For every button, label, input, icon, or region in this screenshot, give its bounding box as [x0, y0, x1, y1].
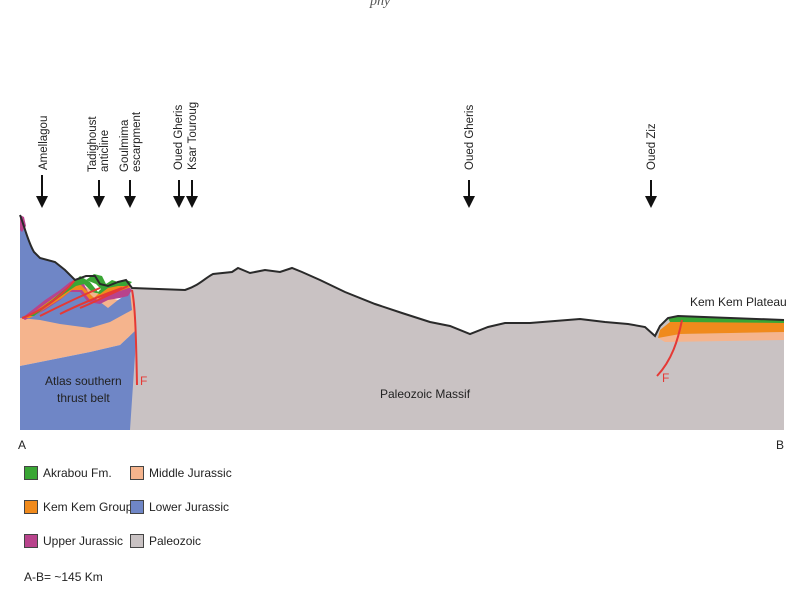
atlas-label-line-2: thrust belt	[57, 391, 110, 405]
kem-kem-plateau-label: Kem Kem Plateau	[690, 295, 787, 309]
section-end-a: A	[18, 438, 26, 452]
locality-label-oued-gheris-1: Oued Gheris	[173, 105, 185, 170]
fault-label-left: F	[140, 374, 147, 388]
legend-item: Lower Jurassic	[130, 500, 229, 514]
legend-item: Kem Kem Group	[24, 500, 132, 514]
arrow-down-icon	[463, 180, 475, 208]
locality-label-amellagou: Amellagou	[38, 116, 50, 170]
fault-line-goulmima	[131, 289, 138, 386]
locality-label-oued-gheris-2: Oued Gheris	[464, 105, 476, 170]
locality-label-tadighoust: Tadighoust	[87, 116, 99, 172]
legend-label: Lower Jurassic	[149, 500, 230, 514]
legend-label: Middle Jurassic	[149, 466, 232, 480]
arrow-down-icon	[173, 180, 185, 208]
fault-line-kem-kem	[656, 319, 683, 377]
kem-kem-plateau-akrabou	[668, 316, 784, 323]
legend-swatch-kem-kem	[24, 500, 38, 514]
arrow-down-icon	[186, 180, 198, 208]
locality-label-ksar-touroug: Ksar Touroug	[187, 102, 199, 170]
legend-item: Middle Jurassic	[130, 466, 232, 480]
locality-label-tadighoust-2: anticline	[99, 130, 111, 172]
paleozoic-massif-label: Paleozoic Massif	[380, 387, 471, 401]
legend-label: Kem Kem Group	[43, 500, 133, 514]
fault-label-right: F	[662, 371, 669, 385]
scale-note: A-B= ~145 Km	[24, 570, 103, 584]
legend-item: Upper Jurassic	[24, 534, 123, 548]
locality-label-goulmima-2: escarpment	[131, 111, 143, 172]
legend-swatch-akrabou	[24, 466, 38, 480]
legend-swatch-lower-jurassic	[130, 500, 144, 514]
legend-label: Upper Jurassic	[43, 534, 124, 548]
arrow-down-icon	[124, 180, 136, 208]
arrow-down-icon	[645, 180, 657, 208]
legend: Akrabou Fm. Kem Kem Group Upper Jurassic…	[24, 466, 284, 566]
locality-label-oued-ziz: Oued Ziz	[646, 123, 658, 170]
legend-item: Paleozoic	[130, 534, 201, 548]
legend-label: Akrabou Fm.	[43, 466, 112, 480]
kem-kem-plateau-middle-jurassic	[658, 332, 784, 342]
thrust-faults	[21, 279, 129, 319]
lower-jurassic-lower	[20, 330, 136, 430]
legend-swatch-middle-jurassic	[130, 466, 144, 480]
page-header-fragment: phy	[370, 0, 391, 9]
section-end-b: B	[776, 438, 784, 452]
paleozoic-body	[130, 268, 784, 430]
locality-markers: Amellagou Tadighoust anticline Goulmima …	[36, 102, 658, 208]
legend-label: Paleozoic	[149, 534, 202, 548]
legend-swatch-upper-jurassic	[24, 534, 38, 548]
arrow-down-icon	[93, 180, 105, 208]
topography-outline	[19, 214, 785, 338]
legend-swatch-paleozoic	[130, 534, 144, 548]
kem-kem-plateau-kem-kem	[658, 320, 784, 338]
arrow-down-icon	[36, 175, 48, 208]
thrust-layer-kem-kem	[26, 282, 131, 318]
locality-label-goulmima: Goulmima	[119, 119, 131, 172]
legend-item: Akrabou Fm.	[24, 466, 112, 480]
atlas-label-line-1: Atlas southern	[45, 374, 122, 388]
